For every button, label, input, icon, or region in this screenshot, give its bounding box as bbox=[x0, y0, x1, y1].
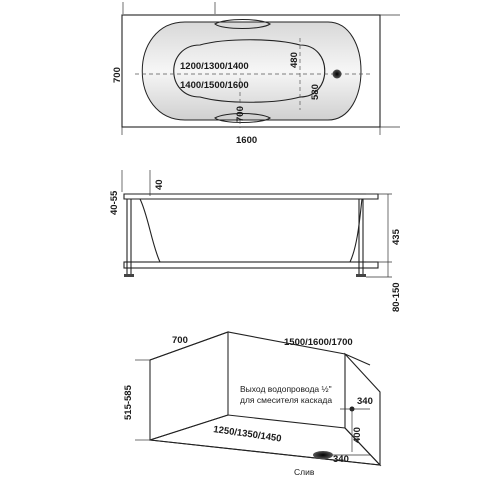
tub-rim-side bbox=[123, 193, 379, 200]
dim-rim-40-55: 40-55 bbox=[109, 190, 120, 215]
dim-580: 580 bbox=[310, 84, 321, 100]
dim-drain-340: 340 bbox=[333, 454, 349, 465]
dim-480: 480 bbox=[289, 52, 300, 68]
dim-lengths-1500-1700: 1500/1600/1700 bbox=[284, 337, 353, 348]
tub-outline-top bbox=[121, 14, 381, 128]
dim-depth-700: 700 bbox=[172, 335, 188, 346]
armrest-bottom bbox=[214, 112, 271, 124]
dim-outlet-340: 340 bbox=[357, 396, 373, 407]
iso-top-edge bbox=[149, 331, 371, 366]
side-view bbox=[121, 170, 392, 278]
dim-rim-40: 40 bbox=[154, 179, 165, 190]
tub-basin-top bbox=[141, 21, 362, 121]
dim-legs-80-150: 80-150 bbox=[391, 282, 402, 312]
armrest-top bbox=[214, 18, 271, 30]
dim-height-435: 435 bbox=[391, 228, 402, 245]
iso-front-edge bbox=[149, 439, 381, 466]
iso-view bbox=[135, 331, 382, 467]
leg-foot-right bbox=[356, 274, 366, 277]
tub-body-side bbox=[139, 198, 363, 263]
drain-hole-iso bbox=[313, 451, 333, 459]
drain-hole-top bbox=[332, 69, 342, 79]
dim-inner-lengths-iso: 1250/1350/1450 bbox=[213, 424, 283, 444]
dim-outlet-400: 400 bbox=[352, 427, 363, 443]
dim-length-1600: 1600 bbox=[236, 135, 257, 146]
water-outlet-note-line1: Выход водопровода ½" bbox=[240, 384, 332, 394]
dim-inner-lengths-b: 1400/1500/1600 bbox=[180, 80, 249, 91]
leg-foot-left bbox=[124, 274, 134, 277]
dim-panel-515-585: 515-585 bbox=[123, 384, 134, 420]
dim-width-700: 700 bbox=[112, 67, 123, 83]
frame-side bbox=[123, 261, 379, 269]
dim-inner-lengths-a: 1200/1300/1400 bbox=[180, 61, 249, 72]
top-view bbox=[121, 2, 400, 135]
dim-700-inner: 700 bbox=[235, 106, 246, 122]
water-outlet-note-line2: для смесителя каскада bbox=[240, 395, 332, 405]
drain-label: Слив bbox=[294, 467, 315, 477]
